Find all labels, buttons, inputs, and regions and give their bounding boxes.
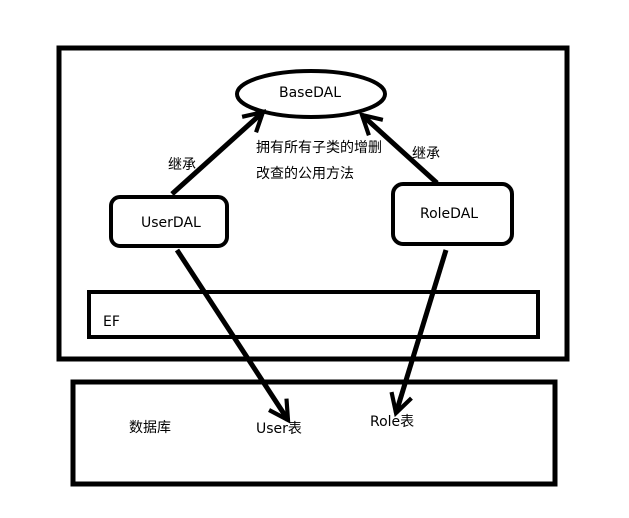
basedal-label: BaseDAL (279, 85, 342, 101)
database-frame (70, 379, 558, 487)
role-to-table-arrow (396, 249, 449, 413)
basedal-note-line1: 拥有所有子类的增删 (256, 140, 382, 156)
user-to-table-arrow (174, 248, 288, 420)
role-inherit-label: 继承 (412, 146, 440, 162)
role-table-label: Role表 (370, 414, 415, 430)
basedal-node (235, 69, 387, 119)
roledal-node (391, 182, 514, 246)
userdal-label: UserDAL (141, 215, 201, 231)
dal-layer-frame (56, 45, 570, 362)
roledal-label: RoleDAL (420, 206, 479, 222)
user-table-label: User表 (256, 421, 302, 437)
database-label: 数据库 (129, 420, 171, 436)
ef-label: EF (103, 314, 120, 330)
user-inherit-label: 继承 (168, 157, 196, 173)
ef-box (87, 290, 540, 339)
user-inherits-arrow (170, 112, 263, 196)
role-inherits-arrow (362, 115, 439, 185)
userdal-node (109, 195, 229, 248)
basedal-note-line2: 改查的公用方法 (256, 166, 354, 182)
